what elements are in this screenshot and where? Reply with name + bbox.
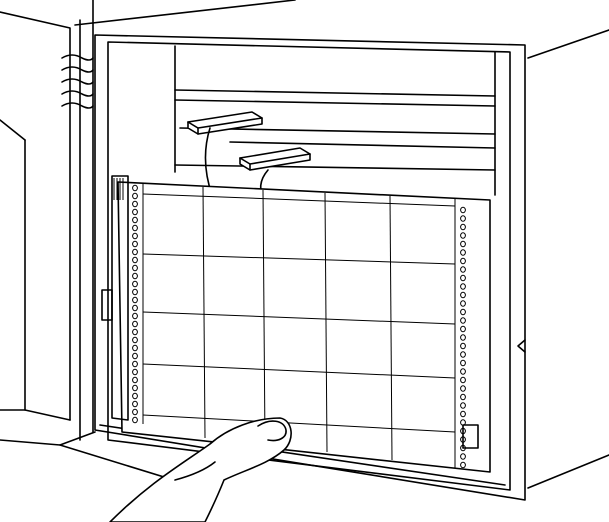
sprocket-hole (132, 408, 138, 416)
pen-compartment (174, 45, 496, 203)
sprocket-hole (460, 300, 466, 307)
sprocket-hole (460, 359, 466, 367)
sprocket-hole (132, 288, 138, 296)
sprocket-hole (132, 352, 138, 360)
sprocket-hole (460, 206, 466, 214)
sprocket-hole (132, 264, 138, 272)
sprocket-hole (132, 368, 138, 376)
sprocket-hole (132, 384, 138, 392)
sprocket-hole (460, 368, 466, 375)
sprocket-hole (460, 240, 466, 248)
sprocket-hole (132, 200, 138, 208)
sprocket-hole (132, 232, 138, 240)
sprocket-hole (132, 400, 138, 408)
sprocket-hole (132, 224, 138, 232)
sprocket-hole (460, 393, 466, 401)
sprocket-hole (460, 410, 466, 418)
sprocket-hole (460, 325, 466, 333)
sprocket-hole (132, 240, 138, 248)
sprocket-holes-right (460, 206, 466, 469)
sprocket-holes-left (132, 184, 138, 424)
sprocket-hole (132, 208, 138, 216)
sprocket-hole (460, 385, 466, 392)
door-hinge (61, 54, 94, 109)
sprocket-hole (132, 280, 138, 288)
sprocket-hole (460, 351, 466, 358)
sprocket-hole (132, 192, 138, 200)
sprocket-hole (460, 402, 466, 409)
sprocket-hole (460, 249, 466, 256)
sprocket-hole (132, 328, 138, 336)
hand (109, 417, 292, 522)
left-door (0, 11, 191, 486)
paper-roll-knob (101, 175, 129, 421)
sprocket-hole (132, 256, 138, 264)
chart-paper (101, 175, 491, 473)
sprocket-hole (460, 274, 466, 282)
sprocket-hole (460, 308, 466, 316)
sprocket-hole (460, 223, 466, 231)
sprocket-hole (132, 360, 138, 368)
sprocket-hole (460, 283, 466, 290)
sprocket-hole (132, 392, 138, 400)
paper-clip-right (462, 424, 479, 449)
sprocket-hole (132, 304, 138, 312)
chart-grid (142, 184, 456, 468)
sprocket-hole (460, 461, 466, 469)
sprocket-hole (460, 232, 466, 239)
sprocket-hole (132, 336, 138, 344)
sprocket-hole (460, 342, 466, 350)
sprocket-hole (460, 453, 466, 460)
sprocket-hole (132, 312, 138, 320)
sprocket-hole (460, 317, 466, 324)
sprocket-hole (132, 272, 138, 280)
sprocket-hole (132, 216, 138, 224)
sprocket-hole (460, 376, 466, 384)
sprocket-hole (132, 376, 138, 384)
sprocket-hole (460, 257, 466, 265)
sprocket-hole (460, 266, 466, 273)
sprocket-hole (460, 334, 466, 341)
sprocket-hole (132, 184, 138, 192)
sprocket-hole (132, 344, 138, 352)
sprocket-hole (132, 416, 138, 424)
pen-carriage-1 (187, 111, 263, 196)
sprocket-hole (132, 248, 138, 256)
sprocket-hole (132, 296, 138, 304)
cabinet-outline (74, 0, 609, 489)
sprocket-hole (132, 320, 138, 328)
sprocket-hole (460, 215, 466, 222)
sprocket-hole (460, 291, 466, 299)
